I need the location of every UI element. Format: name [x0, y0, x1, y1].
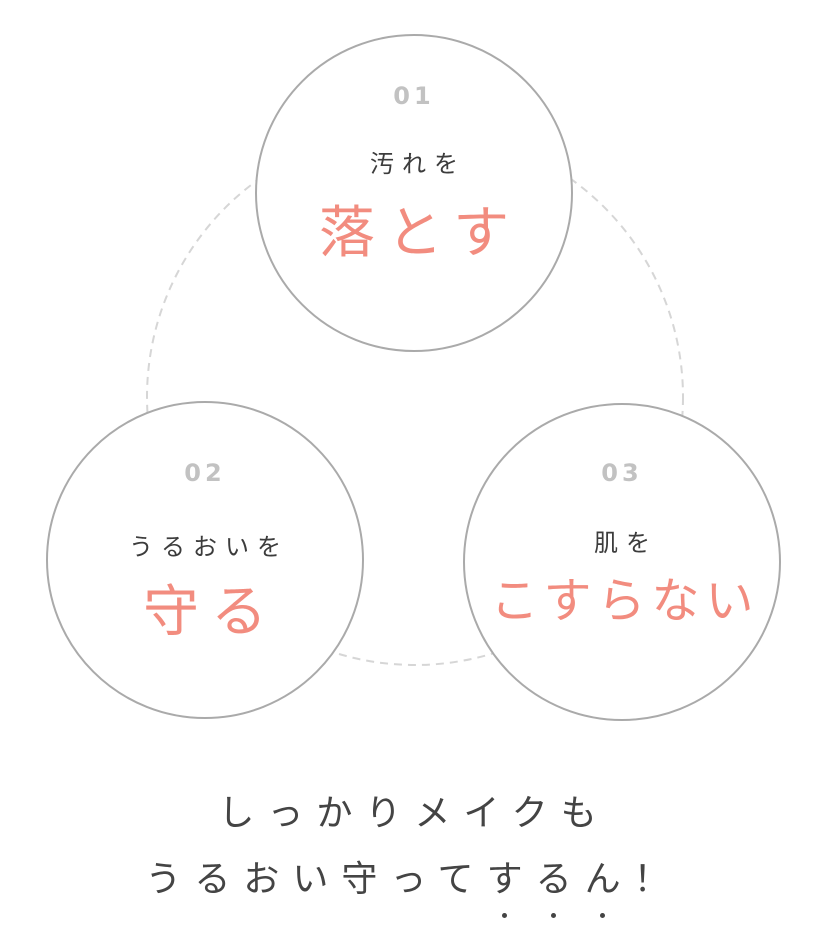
message-line-2: うるおい守ってするん！ — [0, 850, 828, 902]
step-circle-1: 01 汚れを 落とす — [255, 34, 573, 352]
message-end: ！ — [633, 859, 683, 900]
message-plain: うるおい守って — [145, 859, 487, 900]
step-circle-2: 02 うるおいを 守る — [46, 401, 364, 719]
step-number: 03 — [601, 459, 643, 487]
step-circle-3: 03 肌を こすらない — [463, 403, 781, 721]
step-number: 01 — [393, 82, 435, 110]
step-subtitle: うるおいを — [129, 533, 289, 561]
emphasis-char: す — [486, 859, 536, 900]
emphasis-char: ん — [584, 859, 634, 900]
step-subtitle: 汚れを — [370, 150, 466, 178]
step-title: 落とす — [318, 201, 522, 266]
step-subtitle: 肌を — [594, 529, 658, 557]
message-line-1: しっかりメイクも — [218, 793, 610, 834]
step-number: 02 — [184, 459, 226, 487]
step-title: こすらない — [490, 573, 760, 629]
emphasis-char: る — [535, 859, 585, 900]
step-title: 守る — [143, 580, 279, 645]
